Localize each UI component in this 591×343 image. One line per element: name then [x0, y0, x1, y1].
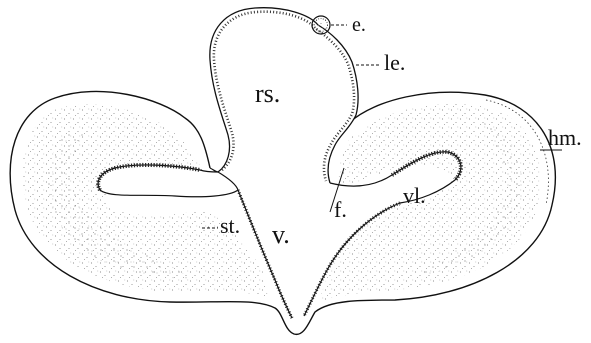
label-vl: vl.: [403, 183, 426, 208]
label-rs: rs.: [255, 79, 280, 108]
label-st: st.: [220, 213, 240, 238]
label-hm: hm.: [548, 125, 582, 150]
label-v: v.: [272, 220, 290, 249]
label-f: f.: [334, 197, 347, 222]
label-e: e.: [352, 14, 366, 36]
label-le: le.: [384, 50, 405, 75]
